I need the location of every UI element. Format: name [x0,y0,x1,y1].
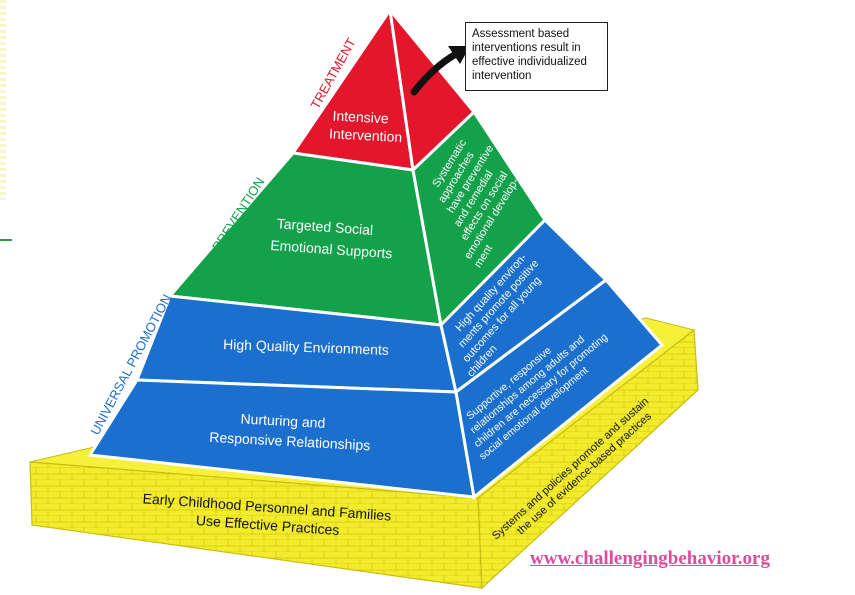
callout-line: intervention [472,70,532,82]
pyramid-right-face [387,4,665,500]
website-link[interactable]: www.challengingbehavior.org [530,548,770,569]
label-high-quality-environments: High Quality Environments [223,336,389,358]
arrow-shaft [410,50,460,96]
callout-arrow [410,46,470,96]
callout-box: Assessment based interventions result in… [465,22,608,91]
pyramid-left-face [87,5,476,499]
tier-blue-lower-right [454,277,665,500]
left-edge-stripe [0,0,6,200]
callout-line: effective individualized [472,56,587,68]
callout-line: Assessment based [472,28,570,40]
base-side-face [477,328,699,590]
arrow-head-icon [448,46,470,64]
label-intensive-intervention: Intensive Intervention [329,107,404,145]
callout-line: interventions result in [472,42,581,54]
left-edge-tick [0,239,12,241]
